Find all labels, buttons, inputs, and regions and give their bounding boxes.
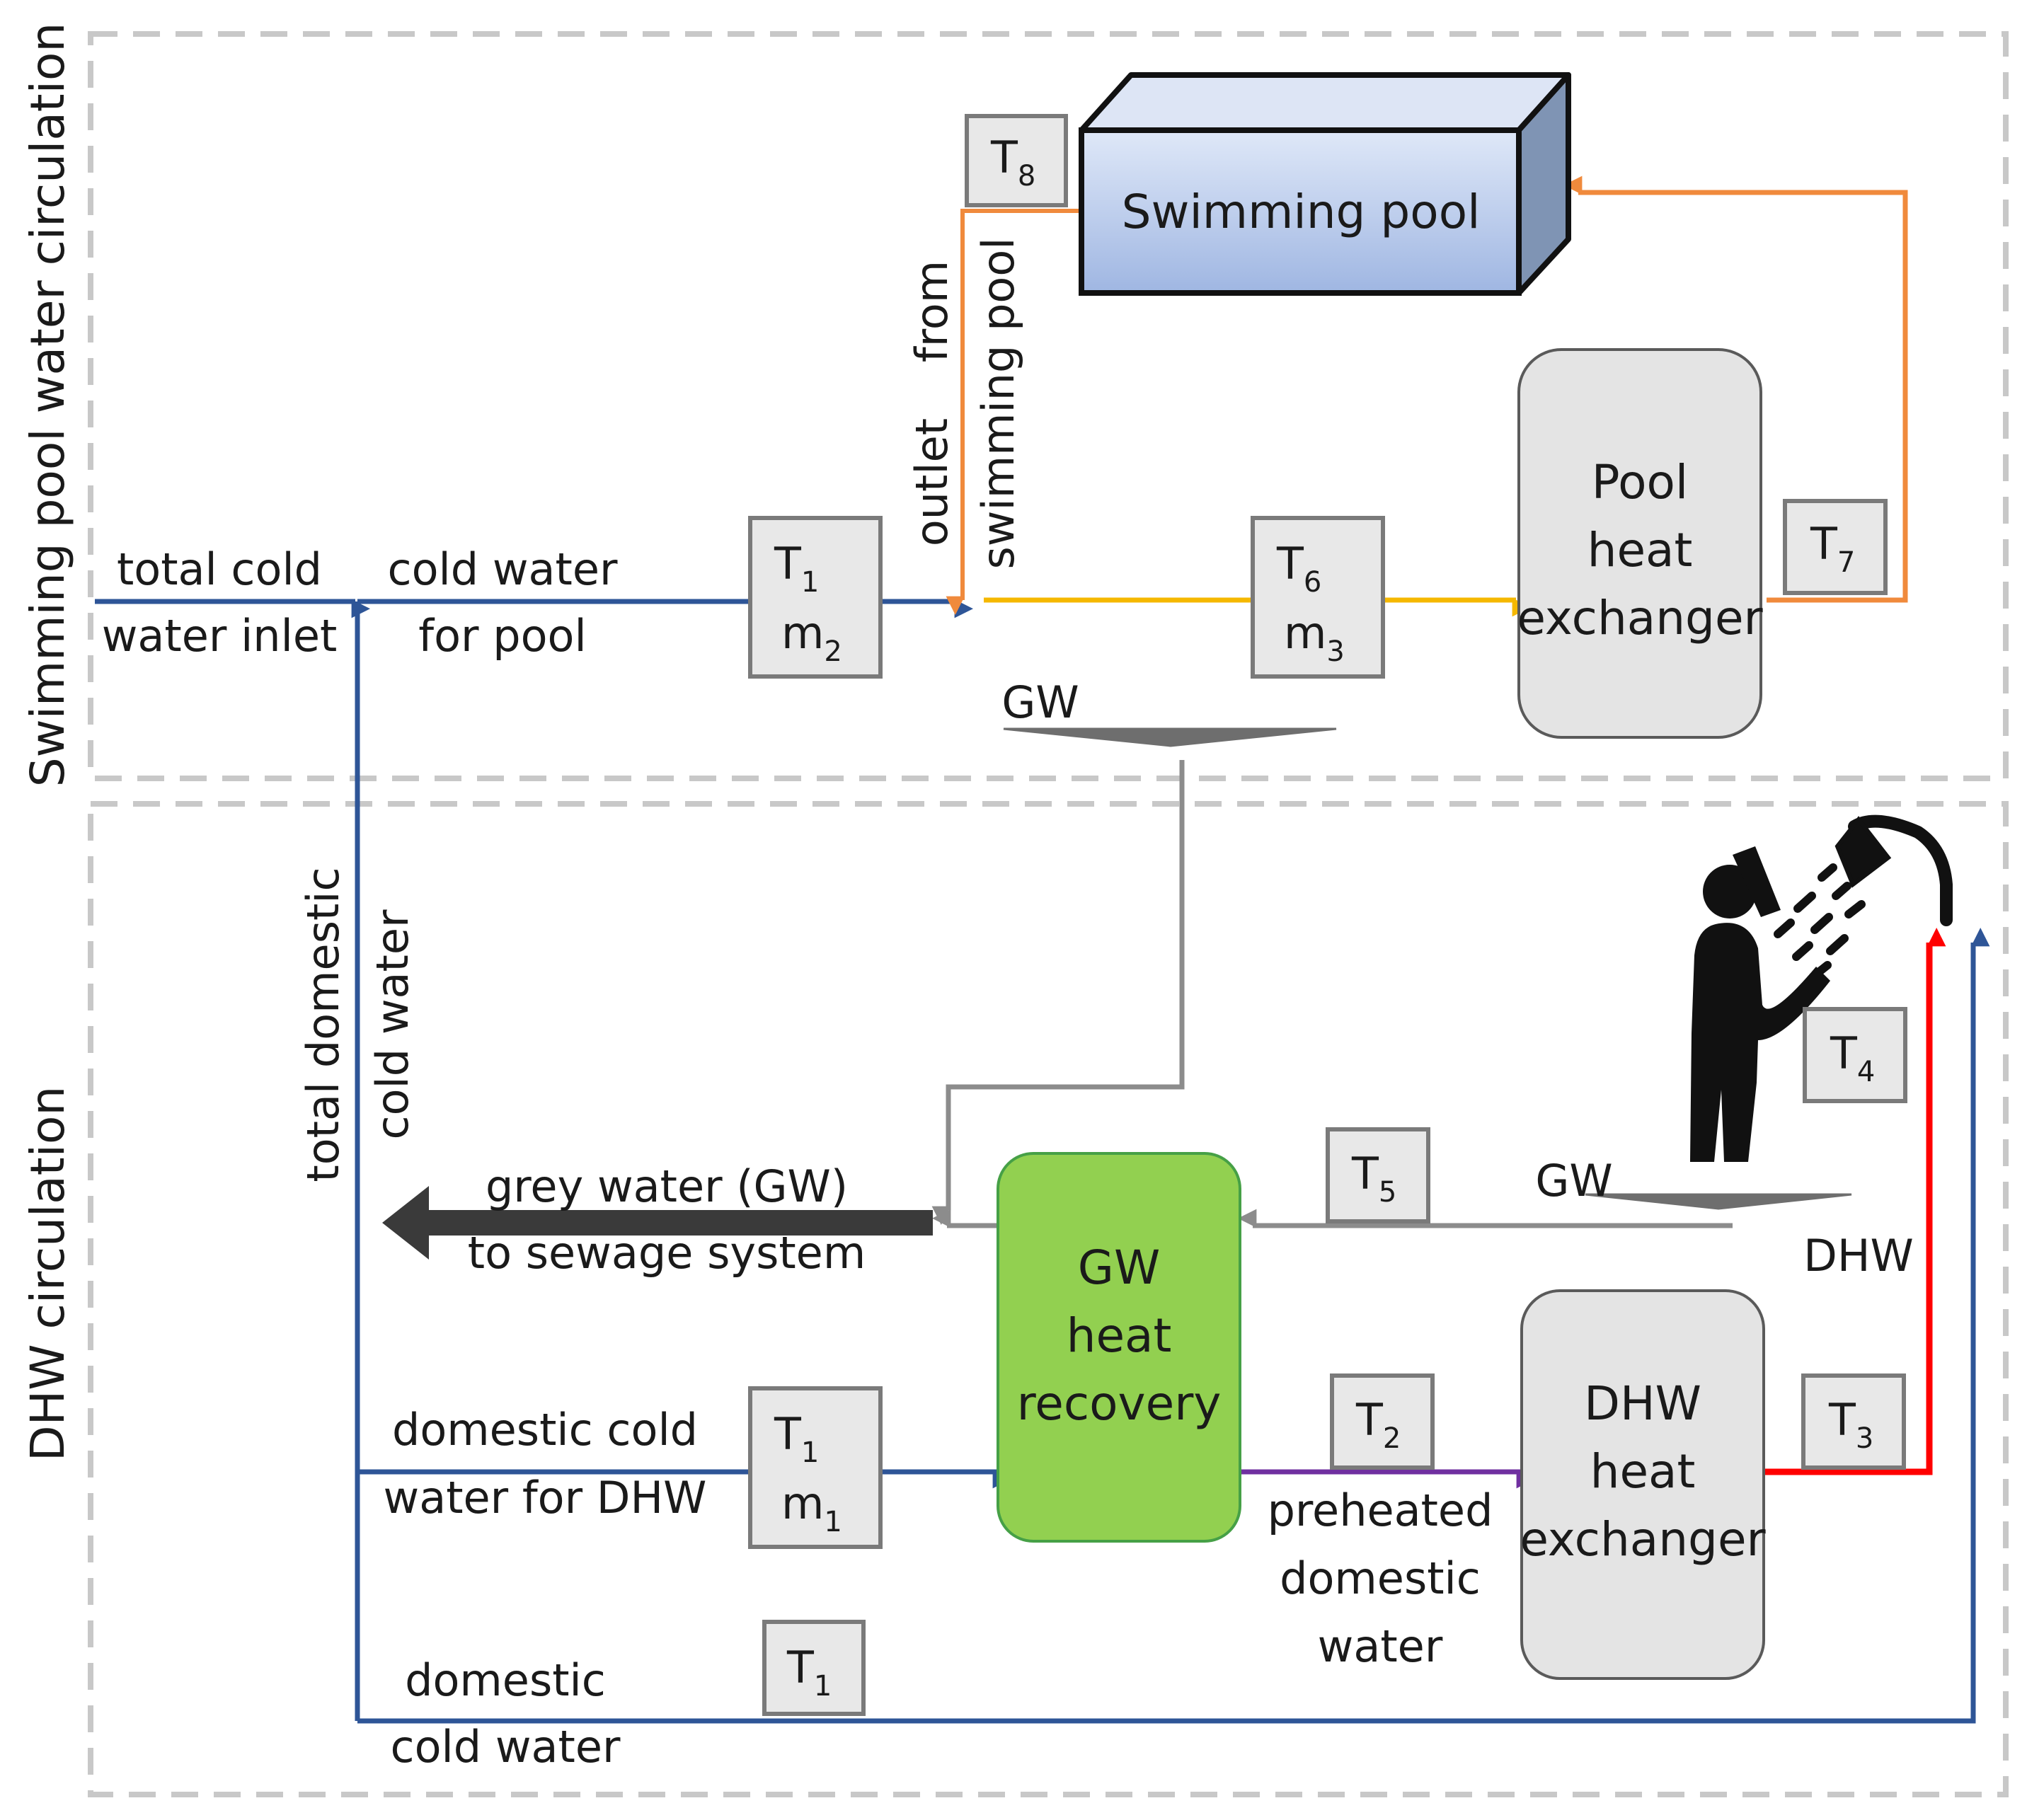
svg-text:m2: m2 [781, 607, 842, 668]
domestic-dhw-label-1: domestic cold [392, 1404, 698, 1456]
dhw-heat-exchanger: DHW heat exchanger [1520, 1289, 1767, 1680]
svg-text:T6: T6 [1276, 538, 1321, 599]
sensor-t1-m2: T1 m2 [748, 516, 883, 679]
sensor-t7: T7 [1783, 499, 1888, 595]
cold-pool-label-2: for pool [418, 610, 586, 662]
swimming-pool-label: Swimming pool [1122, 185, 1481, 239]
gw-recovery-line-2: heat [1067, 1308, 1172, 1363]
outlet-pool-label-1: outlet from [906, 260, 958, 546]
gw-drain-top [1003, 727, 1337, 747]
svg-text:T5: T5 [1351, 1148, 1396, 1209]
domestic-cold-label-1: domestic [405, 1654, 606, 1706]
total-domestic-label-2: cold water [367, 909, 418, 1139]
sensor-t3: T3 [1801, 1373, 1906, 1470]
sensor-t6-m3: T6 m3 [1251, 516, 1385, 679]
svg-text:T4: T4 [1830, 1027, 1875, 1088]
preheated-label-3: water [1318, 1620, 1443, 1672]
pool-hx-line-2: heat [1587, 523, 1693, 577]
svg-text:m3: m3 [1284, 607, 1345, 668]
gw-top-label: GW [1001, 676, 1079, 728]
gw-heat-recovery: GW heat recovery [997, 1152, 1241, 1543]
shower-person-icon [1690, 814, 1953, 1162]
cold-pool-label-1: cold water [388, 543, 618, 595]
sensor-t1-bottom: T1 [762, 1620, 866, 1716]
total-domestic-label-1: total domestic [297, 867, 349, 1182]
sensor-t4: T4 [1803, 1007, 1907, 1103]
svg-text:T1: T1 [786, 1642, 832, 1703]
sewage-arrow [382, 1186, 933, 1260]
sensor-t5: T5 [1326, 1127, 1430, 1223]
dhw-label: DHW [1803, 1230, 1914, 1282]
dhw-section-title: DHW circulation [21, 1086, 75, 1461]
sensor-t1-m1: T1 m1 [748, 1386, 883, 1549]
pool-return-pipe [1563, 175, 1908, 603]
svg-text:T3: T3 [1828, 1394, 1873, 1455]
svg-text:T7: T7 [1810, 518, 1855, 579]
domestic-cold-pipe [357, 927, 1990, 1724]
dhw-hx-line-2: heat [1590, 1444, 1696, 1499]
domestic-dhw-label-2: water for DHW [384, 1472, 707, 1524]
grey-water-label-2: to sewage system [468, 1227, 866, 1279]
gw-recovery-line-1: GW [1078, 1240, 1160, 1295]
svg-text:T8: T8 [990, 132, 1035, 192]
gw-drain-shower [1585, 1193, 1852, 1210]
svg-text:T1: T1 [774, 1408, 819, 1469]
sensor-t8: T8 [965, 114, 1068, 207]
svg-text:T1: T1 [774, 538, 819, 599]
gw-bottom-label: GW [1535, 1155, 1612, 1206]
svg-text:m1: m1 [781, 1478, 842, 1538]
dhw-section-border [88, 801, 2009, 1797]
outlet-pool-label-2: swimming pool [972, 237, 1024, 569]
total-inlet-label-1: total cold [117, 543, 322, 595]
sensor-t2: T2 [1330, 1373, 1435, 1470]
grey-water-label-1: grey water (GW) [486, 1160, 848, 1212]
preheated-label-2: domestic [1280, 1553, 1481, 1604]
pool-heat-exchanger: Pool heat exchanger [1517, 348, 1764, 739]
preheated-label-1: preheated [1268, 1485, 1493, 1536]
dhw-hx-line-1: DHW [1584, 1376, 1701, 1431]
gw-recovery-line-3: recovery [1017, 1376, 1222, 1431]
dhw-hot-pipe [1764, 927, 1946, 1475]
dhw-hx-line-3: exchanger [1520, 1512, 1766, 1567]
pool-section-title: Swimming pool water circulation [21, 23, 75, 787]
svg-text:T2: T2 [1355, 1394, 1401, 1455]
total-inlet-label-2: water inlet [102, 610, 338, 662]
gw-pipe-from-pool [931, 760, 1185, 1226]
pool-section-border [88, 31, 2009, 781]
pool-hx-line-3: exchanger [1517, 591, 1763, 645]
swimming-pool: Swimming pool [1079, 72, 1571, 296]
pool-hx-line-1: Pool [1592, 455, 1689, 509]
domestic-cold-label-2: cold water [391, 1721, 621, 1773]
pool-outlet-pipe [946, 209, 1083, 616]
